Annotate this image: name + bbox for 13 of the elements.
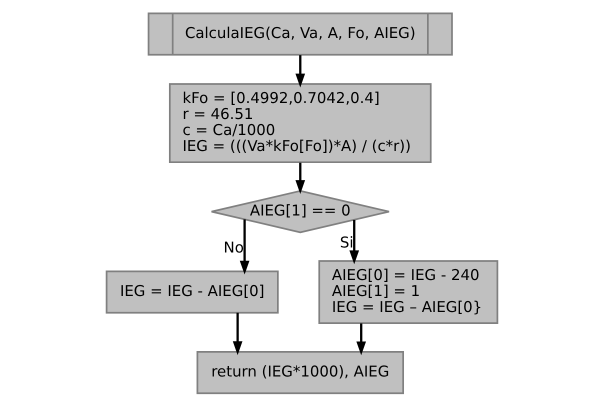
arrow — [294, 55, 305, 88]
arrow — [232, 312, 242, 356]
arrow — [239, 219, 249, 275]
node-box: return (IEG*1000), AIEG — [196, 350, 404, 394]
arrow — [348, 220, 359, 264]
node-box: AIEG[0] = IEG - 240 AIEG[1] = 1 IEG = IEG – AIEG[0} — [318, 260, 498, 324]
node-box: IEG = IEG - AIEG[0] — [105, 270, 278, 314]
arrow — [356, 323, 366, 356]
edge-label: Si — [339, 234, 354, 252]
edge-label: No — [223, 238, 244, 257]
arrow — [294, 162, 305, 194]
node-diamond: AIEG[1] == 0 — [210, 190, 390, 234]
node-box: kFo = [0.4992,0.7042,0.4] r = 46.51 c = Ca/1000 IEG = (((Va*kFo[Fo])*A) / (c*r)) — [168, 83, 432, 164]
